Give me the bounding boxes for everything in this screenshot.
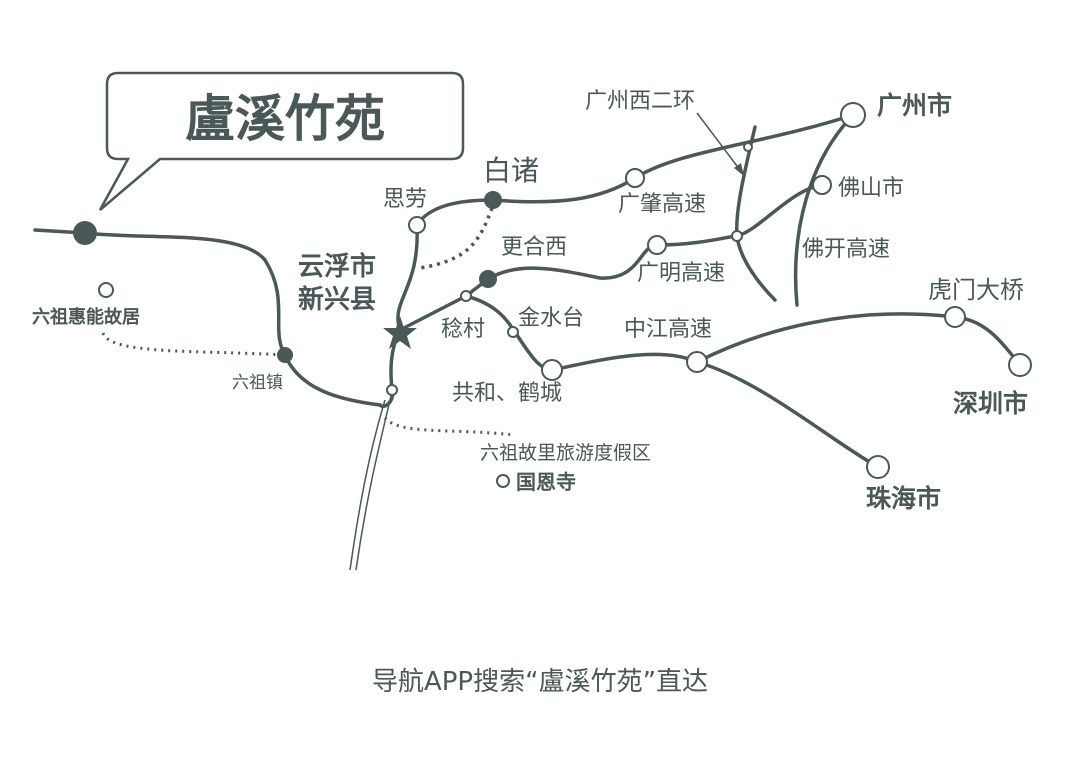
star-xinxing-icon xyxy=(383,316,417,349)
path-genghexi xyxy=(419,207,494,270)
label-liuzu-home: 六祖惠能故居 xyxy=(32,306,140,328)
label-baizhu: 白诸 xyxy=(483,154,539,187)
road-zhuhai xyxy=(695,360,880,469)
node-rencun xyxy=(460,290,472,302)
node-ring1 xyxy=(743,142,753,152)
label-fokai: 佛开高速 xyxy=(802,237,890,262)
node-foshan xyxy=(812,175,832,195)
label-shenzhen: 深圳市 xyxy=(953,389,1028,418)
road-star-guangming xyxy=(398,183,824,332)
node-guoen xyxy=(496,474,510,488)
node-jinshuitai xyxy=(507,326,519,338)
node-zhongjiang xyxy=(686,351,708,373)
label-liuzu-town: 六祖镇 xyxy=(232,373,283,393)
label-gonghe: 共和、鹤城 xyxy=(452,381,562,406)
label-guangzhou: 广州市 xyxy=(877,91,952,120)
node-humen xyxy=(944,306,966,328)
node-baizhu xyxy=(484,191,502,209)
label-guangming: 广明高速 xyxy=(637,261,725,286)
label-guangzhao: 广肇高速 xyxy=(618,192,706,217)
label-silao: 思劳 xyxy=(383,187,427,212)
node-liuzu-town xyxy=(277,347,293,363)
label-xinxing: 新兴县 xyxy=(298,284,376,315)
node-ring2 xyxy=(731,230,743,242)
label-yunfu: 云浮市 xyxy=(298,251,376,282)
road-silao-baizhu-guangzhou xyxy=(396,113,855,332)
road-west xyxy=(33,228,382,407)
label-jinshuitai: 金水台 xyxy=(518,306,584,331)
node-shenzhen xyxy=(1008,353,1032,377)
label-foshan: 佛山市 xyxy=(838,176,904,201)
node-guangming xyxy=(647,235,667,255)
title-text: 盧溪竹苑 xyxy=(185,90,385,148)
label-rencun: 稔村 xyxy=(441,317,485,342)
node-south xyxy=(386,384,398,396)
label-genghexi: 更合西 xyxy=(501,235,567,260)
label-guoen: 国恩寺 xyxy=(516,470,576,494)
path-liuzu-home xyxy=(101,332,286,357)
label-zhongjiang: 中江高速 xyxy=(624,317,712,342)
node-silao xyxy=(408,216,426,234)
path-resort xyxy=(383,416,516,437)
footer-text: 导航APP搜索“盧溪竹苑”直达 xyxy=(372,667,708,697)
label-zhuhai: 珠海市 xyxy=(866,484,941,513)
node-liuzu-home xyxy=(98,282,114,298)
road-south-double xyxy=(349,391,393,571)
location-lu-xi-zhu-yuan xyxy=(73,221,97,245)
node-genghexi xyxy=(479,270,497,288)
label-resort: 六祖故里旅游度假区 xyxy=(480,442,651,464)
node-gonghe xyxy=(541,359,563,381)
label-guangzhou-ring: 广州西二环 xyxy=(585,89,695,114)
node-guangzhao xyxy=(625,168,645,188)
node-zhuhai xyxy=(866,455,890,479)
title-callout xyxy=(98,71,465,211)
road-fokai xyxy=(793,113,855,307)
arrow-ring xyxy=(696,112,741,171)
node-guangzhou xyxy=(840,102,866,128)
label-humen: 虎门大桥 xyxy=(928,276,1024,304)
